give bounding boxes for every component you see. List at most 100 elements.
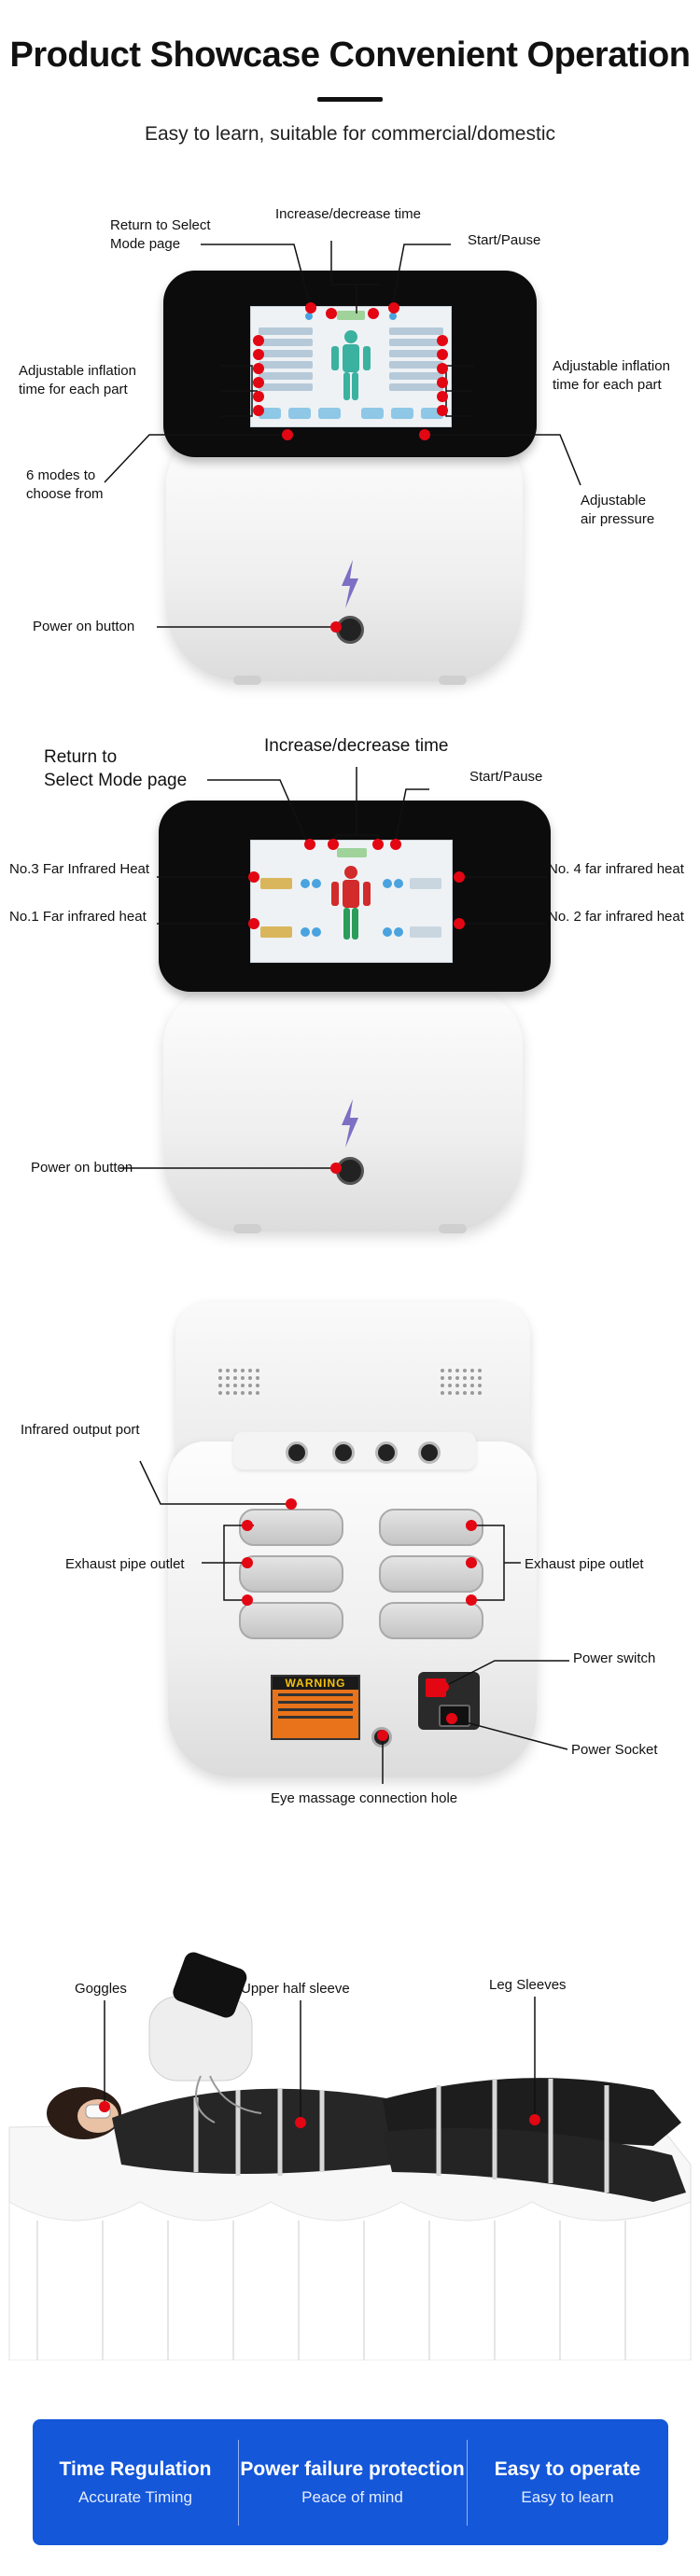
label-heat-2: No. 2 far infrared heat <box>548 909 684 925</box>
label-modes: 6 modes to choose from <box>26 467 104 503</box>
marker-left-b <box>253 349 264 360</box>
lcd-content <box>259 311 443 419</box>
marker-time-left-2 <box>328 839 339 850</box>
touch-screen-display-2[interactable] <box>250 840 453 963</box>
marker-start-1 <box>388 302 399 313</box>
marker-heat3 <box>248 871 259 883</box>
label-power-socket: Power Socket <box>571 1742 658 1758</box>
label-air-pressure: Adjustable air pressure <box>581 493 655 528</box>
label-inflation-right: Adjustable inflation time for each part <box>553 358 670 394</box>
marker-left-e <box>253 391 264 402</box>
feature-subtitle: Accurate Timing <box>78 2488 192 2506</box>
label-start-pause: Start/Pause <box>468 232 541 248</box>
label-heat-4: No. 4 far infrared heat <box>548 861 684 877</box>
marker-right-f <box>437 405 448 416</box>
marker-eye-hole <box>377 1730 388 1741</box>
exhaust-outlet-6[interactable] <box>379 1602 483 1639</box>
infrared-port-4[interactable] <box>418 1441 441 1464</box>
marker-power-2 <box>330 1163 342 1174</box>
infrared-port-1[interactable] <box>286 1441 308 1464</box>
exhaust-outlet-1[interactable] <box>239 1509 343 1546</box>
page-subtitle: Easy to learn, suitable for commercial/d… <box>144 123 555 145</box>
feature-title: Easy to operate <box>494 2458 641 2480</box>
marker-left-a <box>253 335 264 346</box>
speaker-grill-right <box>441 1369 482 1395</box>
marker-time-right-2 <box>372 839 384 850</box>
feature-easy-operate: Easy to operate Easy to learn <box>467 2419 668 2545</box>
lightning-logo-icon <box>342 1099 358 1148</box>
label-power-on-1: Power on button <box>33 619 135 634</box>
feature-power-failure: Power failure protection Peace of mind <box>238 2419 467 2545</box>
infrared-port-3[interactable] <box>375 1441 398 1464</box>
marker-exhaust-l1 <box>242 1520 253 1531</box>
exhaust-outlet-2[interactable] <box>239 1555 343 1593</box>
touch-screen-display[interactable] <box>250 306 452 427</box>
label-heat-1: No.1 Far infrared heat <box>9 909 147 925</box>
marker-exhaust-l3 <box>242 1594 253 1606</box>
marker-right-b <box>437 349 448 360</box>
label-power-on-2: Power on button <box>31 1160 133 1176</box>
marker-right-e <box>437 391 448 402</box>
feature-title: Power failure protection <box>240 2458 465 2480</box>
label-exhaust-left: Exhaust pipe outlet <box>65 1556 185 1572</box>
marker-right-d <box>437 377 448 388</box>
label-inflation-left: Adjustable inflation time for each part <box>19 363 136 398</box>
label-increase-time: Increase/decrease time <box>275 206 421 222</box>
feature-title: Time Regulation <box>59 2458 212 2480</box>
title-divider <box>317 97 383 102</box>
exhaust-outlet-3[interactable] <box>239 1602 343 1639</box>
marker-return-1 <box>305 302 316 313</box>
marker-leg-sleeve <box>529 2114 540 2125</box>
marker-left-f <box>253 405 264 416</box>
marker-start-2 <box>390 839 401 850</box>
device-rear-view: WARNING <box>0 1302 700 1787</box>
marker-time-right-1 <box>368 308 379 319</box>
device-body <box>166 429 523 681</box>
label-goggles: Goggles <box>75 1981 127 1997</box>
label-heat-3: No.3 Far Infrared Heat <box>9 861 150 877</box>
warning-sticker-header: WARNING <box>273 1677 358 1690</box>
marker-right-a <box>437 335 448 346</box>
lcd-content-2 <box>260 848 441 940</box>
label-eye-massage: Eye massage connection hole <box>271 1790 458 1806</box>
marker-power-switch <box>438 1681 449 1692</box>
marker-infrared <box>286 1498 297 1510</box>
label-infrared-port: Infrared output port <box>21 1422 140 1438</box>
marker-modes <box>282 429 293 440</box>
warning-sticker: WARNING <box>271 1675 360 1740</box>
marker-heat2 <box>454 918 465 929</box>
label-upper-sleeve: Upper half sleeve <box>241 1981 350 1997</box>
marker-power-socket <box>446 1713 457 1724</box>
label-increase-time-2: Increase/decrease time <box>264 736 449 756</box>
treatment-scene <box>0 1922 700 2361</box>
page-title: Product Showcase Convenient Operation <box>9 35 691 75</box>
label-start-pause-2: Start/Pause <box>469 769 543 785</box>
label-leg-sleeves: Leg Sleeves <box>489 1977 567 1993</box>
label-return-mode: Return to Select Mode page <box>110 217 211 253</box>
device-foot-left <box>233 675 261 685</box>
feature-subtitle: Peace of mind <box>301 2488 403 2506</box>
device-foot-right <box>439 675 467 685</box>
feature-subtitle: Easy to learn <box>521 2488 614 2506</box>
speaker-grill-left <box>218 1369 259 1395</box>
label-power-switch: Power switch <box>573 1650 656 1666</box>
marker-left-d <box>253 377 264 388</box>
marker-goggles <box>99 2101 110 2112</box>
feature-divider <box>238 2440 239 2526</box>
label-return-mode-2: Return to Select Mode page <box>44 747 188 790</box>
lightning-logo-icon <box>342 560 358 608</box>
marker-heat4 <box>454 871 465 883</box>
device-body-2 <box>163 989 523 1232</box>
infrared-port-2[interactable] <box>332 1441 355 1464</box>
device-foot-left-2 <box>233 1224 261 1233</box>
label-exhaust-right: Exhaust pipe outlet <box>525 1556 644 1572</box>
marker-left-c <box>253 363 264 374</box>
feature-banner: Time Regulation Accurate Timing Power fa… <box>33 2419 668 2545</box>
marker-upper-sleeve <box>295 2117 306 2128</box>
marker-exhaust-r1 <box>466 1520 477 1531</box>
device-foot-right-2 <box>439 1224 467 1233</box>
marker-return-2 <box>304 839 315 850</box>
marker-right-c <box>437 363 448 374</box>
marker-exhaust-l2 <box>242 1557 253 1568</box>
marker-heat1 <box>248 918 259 929</box>
